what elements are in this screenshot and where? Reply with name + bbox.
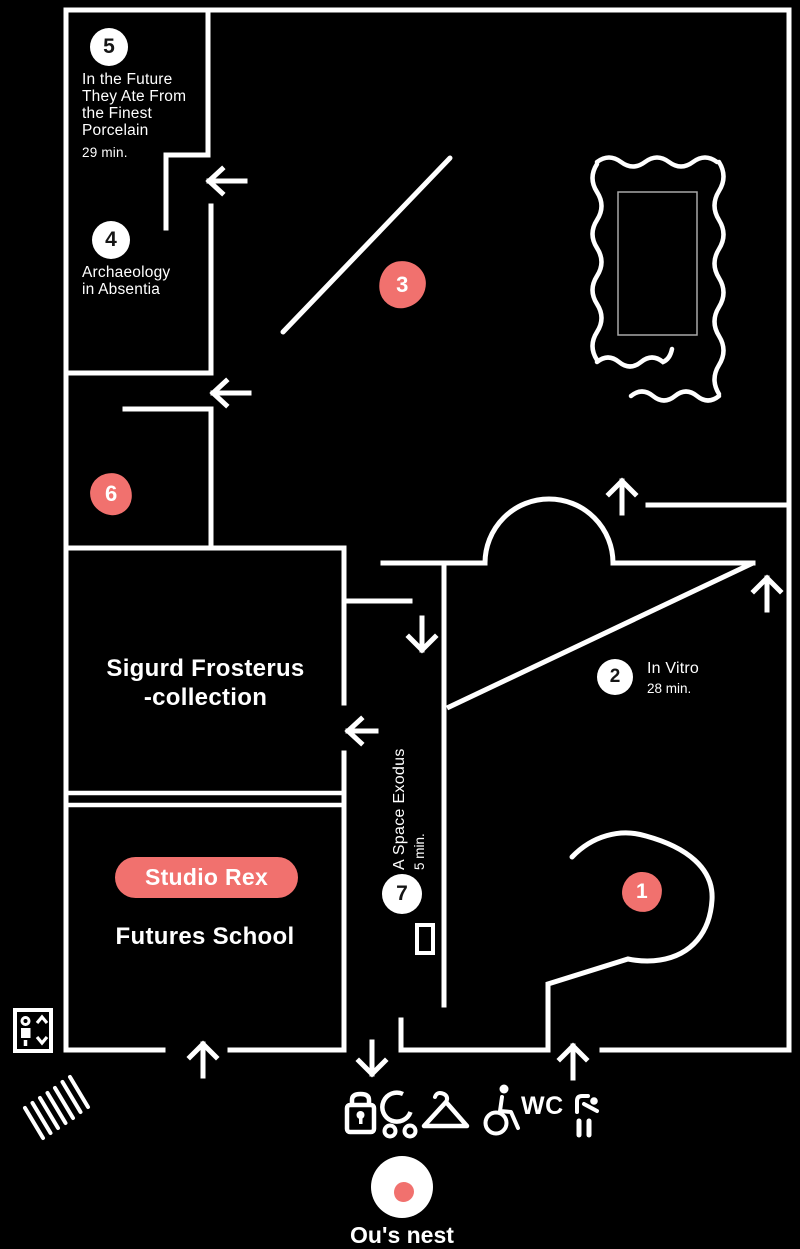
station-number: 2	[609, 666, 621, 687]
arrow-down-icon	[405, 615, 439, 654]
inner-frame	[617, 191, 698, 336]
station-marker-2[interactable]: 2	[597, 659, 633, 695]
station-number: 1	[636, 880, 648, 903]
station-marker-5[interactable]: 5	[90, 28, 128, 66]
room3-diagonal-divider	[280, 155, 453, 335]
stroller-icon	[380, 1090, 418, 1139]
exhibit-5-duration: 29 min.	[82, 145, 128, 160]
ous-nest-marker[interactable]	[371, 1156, 433, 1218]
stairs-icon	[23, 1075, 90, 1140]
station-number: 6	[104, 481, 118, 506]
station-number: 4	[105, 228, 117, 251]
spiral-room-wall	[545, 830, 715, 1053]
exhibit-7-label: A Space Exodus 5 min.	[391, 748, 427, 870]
direction-arrows	[186, 165, 784, 1081]
station-number: 3	[396, 271, 409, 297]
floor-walls	[63, 7, 792, 1053]
doorway-rectangle	[415, 923, 435, 955]
room-studio-rex-label: Studio Rex	[115, 857, 298, 898]
arrow-up-icon	[186, 1040, 220, 1079]
station-marker-4[interactable]: 4	[92, 221, 130, 259]
arrow-left-icon	[209, 377, 252, 409]
cloakroom-icon	[421, 1091, 470, 1129]
exhibit-2-duration: 28 min.	[647, 681, 692, 696]
arrow-down-icon	[355, 1039, 389, 1078]
elevator-icon	[13, 1008, 53, 1053]
arrow-left-icon	[344, 715, 379, 747]
exhibit-5-label: In the Future They Ate From the Finest P…	[82, 71, 187, 160]
station-number: 7	[396, 882, 408, 905]
arrow-left-icon	[205, 165, 248, 197]
ous-nest-dot	[394, 1182, 414, 1202]
station-number: 5	[103, 35, 115, 58]
triangle-room-diagonal-wall	[445, 560, 755, 711]
ous-nest-label: Ou's nest	[350, 1222, 454, 1248]
room-futures-school-label: Futures School	[115, 923, 295, 950]
exhibit-2-label: In Vitro	[647, 660, 699, 677]
arrow-up-icon	[605, 477, 639, 516]
baby-changing-icon	[575, 1094, 599, 1138]
lockers-icon	[344, 1091, 377, 1135]
exhibit-7-duration: 5 min.	[412, 833, 427, 870]
arrow-up-icon	[556, 1042, 590, 1081]
wc-label: WC	[521, 1092, 564, 1120]
wavy-room-outline	[590, 155, 726, 403]
arrow-up-icon	[750, 574, 784, 613]
wheelchair-icon	[483, 1084, 520, 1136]
dome-alcove-wall	[482, 496, 616, 564]
exhibit-4-label: Archaeology in Absentia	[82, 264, 171, 298]
room-sigurd-frosterus-label: Sigurd Frosterus -collection	[106, 655, 305, 711]
station-marker-7[interactable]: 7	[382, 874, 422, 914]
